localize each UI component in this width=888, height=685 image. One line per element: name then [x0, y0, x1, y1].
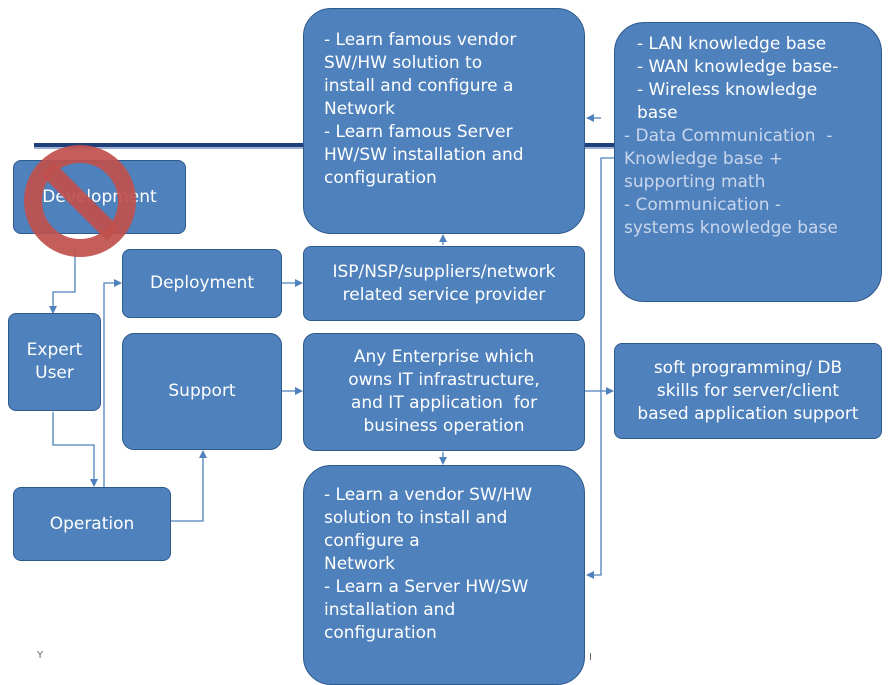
arrowhead	[439, 457, 447, 465]
isp-line: ISP/NSP/suppliers/network	[332, 261, 556, 282]
expert-user-line: User	[35, 363, 74, 383]
knowledge-line: - Communication -	[624, 195, 782, 215]
vendor-top-line: - Learn famous vendor	[324, 30, 517, 50]
enterprise-box: Any Enterprise which owns IT infrastruct…	[303, 333, 585, 451]
vendor-bottom-line: - Learn a vendor SW/HW	[324, 485, 533, 505]
vendor-top-line: SW/HW solution to	[324, 53, 483, 73]
enterprise-line: owns IT infrastructure,	[348, 370, 540, 390]
knowledge-line: base	[637, 103, 678, 123]
isp-line: related service provider	[342, 284, 546, 305]
operation-box: Operation	[13, 487, 171, 561]
connector-expert-operation	[52, 412, 95, 486]
arrowhead	[295, 387, 303, 395]
vendor-top-line: configuration	[324, 168, 437, 188]
no-entry-icon	[24, 145, 136, 257]
support-box: Support	[122, 333, 282, 450]
vendor-bottom-line: configuration	[324, 623, 437, 643]
deployment-label: Deployment	[150, 273, 254, 293]
arrowhead	[295, 279, 303, 287]
connector-operation-deployment	[103, 282, 121, 490]
vendor-bottom-line: - Learn a Server HW/SW	[324, 577, 529, 597]
vendor-top-box: - Learn famous vendor SW/HW solution to …	[303, 8, 585, 234]
footer-mark-right: I	[589, 652, 592, 663]
enterprise-line: business operation	[363, 416, 525, 436]
arrowhead	[586, 114, 594, 122]
soft-programming-box: soft programming/ DB skills for server/c…	[614, 343, 882, 439]
arrowhead	[586, 571, 594, 579]
knowledge-line: Knowledge base +	[624, 149, 784, 169]
arrowhead	[114, 279, 122, 287]
expert-user-box: Expert User	[8, 313, 101, 411]
vendor-top-line: install and configure a	[324, 76, 514, 96]
knowledge-box: - LAN knowledge base - WAN knowledge bas…	[614, 22, 882, 302]
connector-development-expert	[52, 248, 76, 313]
enterprise-line: Any Enterprise which	[353, 347, 535, 367]
knowledge-line: - LAN knowledge base	[637, 34, 827, 54]
arrowhead	[49, 306, 57, 314]
operation-label: Operation	[49, 513, 135, 534]
isp-box: ISP/NSP/suppliers/network related servic…	[303, 246, 585, 321]
vendor-bottom-box: - Learn a vendor SW/HW solution to insta…	[303, 465, 585, 685]
arrowhead	[199, 450, 207, 458]
footer-mark-left: Y	[37, 650, 44, 661]
soft-programming-line: based application support	[637, 403, 859, 424]
connector-operation-support	[170, 452, 204, 522]
vendor-top-line: - Learn famous Server	[324, 122, 513, 142]
vendor-bottom-line: installation and	[324, 600, 456, 620]
soft-programming-line: skills for server/client	[656, 380, 840, 401]
expert-user-line: Expert	[26, 340, 83, 360]
vendor-bottom-line: solution to install and	[324, 508, 508, 528]
knowledge-line: - WAN knowledge base-	[637, 57, 839, 77]
connector-knowledge-vendor	[587, 157, 614, 576]
soft-programming-line: soft programming/ DB	[653, 357, 843, 378]
knowledge-line: - Data Communication -	[624, 126, 833, 146]
vendor-top-line: HW/SW installation and	[324, 145, 524, 165]
vendor-bottom-line: Network	[324, 554, 395, 574]
vendor-bottom-line: configure a	[324, 531, 420, 551]
knowledge-line: supporting math	[624, 172, 766, 192]
vendor-top-line: Network	[324, 99, 395, 119]
arrowhead	[606, 387, 614, 395]
arrowhead	[439, 234, 447, 242]
knowledge-line: systems knowledge base	[624, 218, 838, 238]
deployment-box: Deployment	[122, 249, 282, 318]
support-label: Support	[168, 381, 236, 401]
enterprise-line: and IT application for	[350, 393, 538, 413]
knowledge-line: - Wireless knowledge	[637, 80, 818, 100]
arrowhead	[90, 479, 98, 487]
